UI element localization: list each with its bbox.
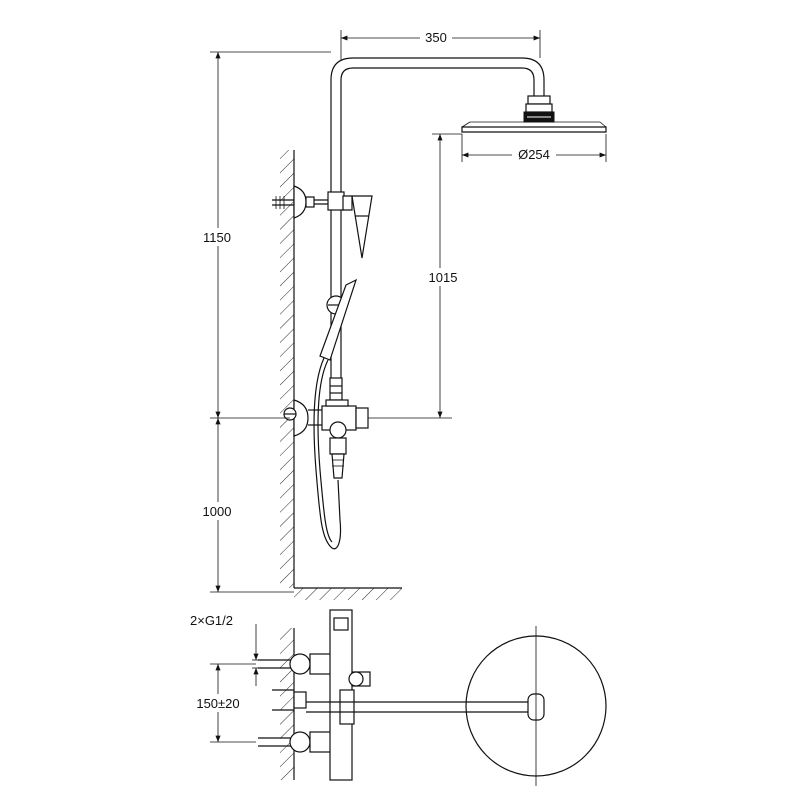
top-view-wall [280,628,295,780]
dim-label-spacing: 150±20 [196,696,239,711]
dim-floor-to-mixer: 1000 [196,418,294,593]
dim-connection-thread: 2×G1/2 [190,613,262,686]
mixer-wall-flange [283,399,309,437]
dim-inlet-spacing: 150±20 [194,663,256,743]
slide-holder [319,278,358,361]
riser-pipe [330,57,354,408]
dim-head-to-mixer: 1015 [368,133,464,419]
mixer-body-side [308,399,369,479]
top-view-inlets [258,653,333,753]
shower-head-top [465,626,607,786]
shower-head-connector [523,95,555,123]
top-view-mixer-body [329,609,371,781]
dim-label-head-to-mixer: 1015 [429,270,458,285]
hand-shower [342,195,373,259]
shower-head-side [461,121,607,133]
hose [313,357,342,550]
dim-label-floor-to-mixer: 1000 [203,504,232,519]
dim-arm-length: 350 [340,28,541,60]
upper-slide-clamp [327,191,345,211]
dim-label-arm: 350 [425,30,447,45]
lower-slide-clamp [329,377,343,401]
floor-section [294,587,402,600]
dim-total-height: 1150 [196,51,331,419]
dim-head-diameter: Ø254 [461,134,607,162]
shower-arm [353,57,545,96]
dim-label-total-height: 1150 [203,230,231,245]
wall-section [280,150,295,588]
dim-label-thread: 2×G1/2 [190,613,233,628]
dim-label-diameter: Ø254 [518,147,550,162]
